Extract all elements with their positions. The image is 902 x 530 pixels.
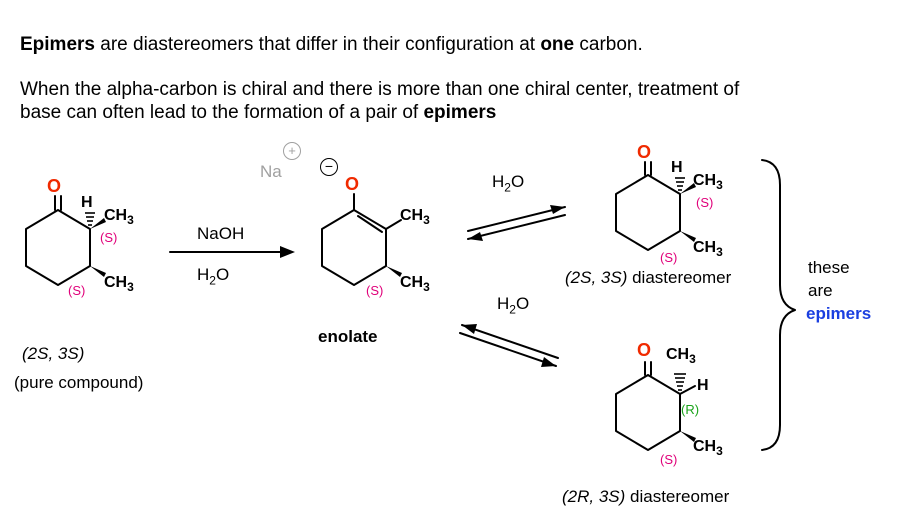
start-wedge-c3: [90, 266, 106, 277]
ch-text: CH: [400, 207, 424, 224]
start-note: (pure compound): [14, 373, 144, 392]
product1-ch3-c2: CH3: [693, 172, 723, 192]
term-epimers: Epimers: [20, 34, 95, 55]
ch-text: CH: [400, 274, 424, 291]
product2-oxygen: O: [637, 340, 652, 360]
subscript-3: 3: [423, 280, 430, 295]
h-text: H: [497, 294, 510, 313]
subscript-2: 2: [209, 273, 216, 288]
subscript-2: 2: [504, 180, 511, 195]
start-ch3-c2: CH3: [104, 207, 134, 227]
ch-text: CH: [693, 438, 717, 455]
product2-config-c3: (S): [660, 452, 678, 467]
intro-text: are diastereomers that differ in their c…: [94, 34, 541, 55]
subscript-2: 2: [509, 302, 516, 317]
product2-ch3-c3: CH3: [693, 438, 723, 458]
h-text: H: [492, 172, 505, 191]
upper-equilibrium-reverse: [467, 214, 566, 240]
brace-label-these: these: [808, 258, 850, 277]
product1-wedge-c3: [680, 231, 696, 242]
reagent-water-upper: H2O: [492, 172, 524, 194]
lower-equilibrium-reverse: [461, 324, 559, 359]
start-config-c3: (S): [68, 283, 86, 298]
lower-equilibrium-forward: [459, 332, 557, 367]
product1-oxygen: O: [637, 142, 652, 162]
positive-charge-icon: +: [283, 142, 301, 160]
start-stereo-label: (2S, 3S): [22, 344, 85, 363]
product1-ch3-c3: CH3: [693, 239, 723, 259]
enolate-ring: [321, 193, 402, 286]
ch-text: CH: [693, 239, 717, 256]
product1-desc: diastereomer: [627, 268, 732, 287]
start-ch3-c3: CH3: [104, 274, 134, 294]
emphasis-one: one: [540, 34, 575, 55]
brace-label-are: are: [808, 281, 833, 300]
o-text: O: [510, 172, 525, 191]
reagent-water-1: H2O: [197, 265, 229, 287]
subscript-3: 3: [423, 213, 430, 228]
start-config-c2: (S): [100, 230, 118, 245]
upper-equilibrium-forward: [467, 206, 566, 232]
product2-config-c2: (R): [681, 402, 700, 417]
ch-text: CH: [104, 207, 128, 224]
intro-line-2: When the alpha-carbon is chiral and ther…: [20, 78, 739, 124]
product1-config-c3: (S): [660, 250, 678, 265]
enolate-label: enolate: [318, 327, 378, 346]
lower-forward-head: [541, 357, 556, 367]
product2-hydrogen: H: [697, 377, 709, 394]
intro-line-1: Epimers are diastereomers that differ in…: [20, 34, 643, 56]
product1-label: (2S, 3S) diastereomer: [565, 268, 731, 288]
subscript-3: 3: [716, 444, 723, 459]
intro-line-3-bold: epimers: [423, 102, 497, 123]
reagent-water-lower: H2O: [497, 294, 529, 316]
enolate-ch3-c3: CH3: [400, 274, 430, 294]
lower-reverse-head: [462, 324, 477, 334]
reagent-naoh: NaOH: [197, 224, 245, 243]
ch-text: CH: [693, 172, 717, 189]
intro-line-2-text: When the alpha-carbon is chiral and ther…: [20, 79, 740, 100]
sodium-label: Na: [260, 162, 282, 181]
subscript-3: 3: [127, 213, 134, 228]
subscript-3: 3: [689, 352, 696, 367]
product1-hash-h: [675, 177, 685, 191]
ch-text: CH: [104, 274, 128, 291]
brace-label-epimers: epimers: [806, 304, 872, 323]
subscript-3: 3: [716, 178, 723, 193]
intro-text-end: carbon.: [574, 34, 643, 55]
product2-label: (2R, 3S) diastereomer: [562, 487, 729, 507]
product2-ch3-c2: CH3: [666, 346, 696, 366]
start-hydrogen: H: [81, 194, 93, 211]
enolate-ch3-c2: CH3: [400, 207, 430, 227]
enolate-wedge-c3: [386, 266, 402, 277]
o-text: O: [515, 294, 530, 313]
intro-line-3-text: base can often lead to the formation of …: [20, 102, 424, 123]
product2-ring: [615, 361, 696, 451]
product2-desc: diastereomer: [625, 487, 730, 506]
product2-hash-ch3: [674, 373, 686, 391]
reaction-arrowhead: [280, 246, 295, 258]
upper-forward-head: [550, 205, 565, 214]
product2-stereo: (2R, 3S): [562, 487, 626, 506]
product1-hydrogen: H: [671, 159, 683, 176]
negative-charge-icon: −: [320, 158, 338, 176]
upper-reverse-head: [468, 232, 483, 241]
enolate-config-c3: (S): [366, 283, 384, 298]
product1-config-c2: (S): [696, 195, 714, 210]
start-oxygen: O: [47, 176, 62, 196]
enolate-oxygen: O: [345, 174, 360, 194]
subscript-3: 3: [716, 245, 723, 260]
h-text: H: [197, 265, 210, 284]
start-hash-h: [85, 212, 95, 226]
product2-wedge-c3: [680, 431, 696, 442]
o-text: O: [215, 265, 230, 284]
epimer-brace: [761, 159, 796, 451]
start-wedge-c2: [90, 218, 106, 229]
product1-wedge-c2: [680, 183, 696, 194]
subscript-3: 3: [127, 280, 134, 295]
product1-stereo: (2S, 3S): [565, 268, 628, 287]
intro-line-3: base can often lead to the formation of …: [20, 101, 739, 124]
ch-text: CH: [666, 346, 690, 363]
